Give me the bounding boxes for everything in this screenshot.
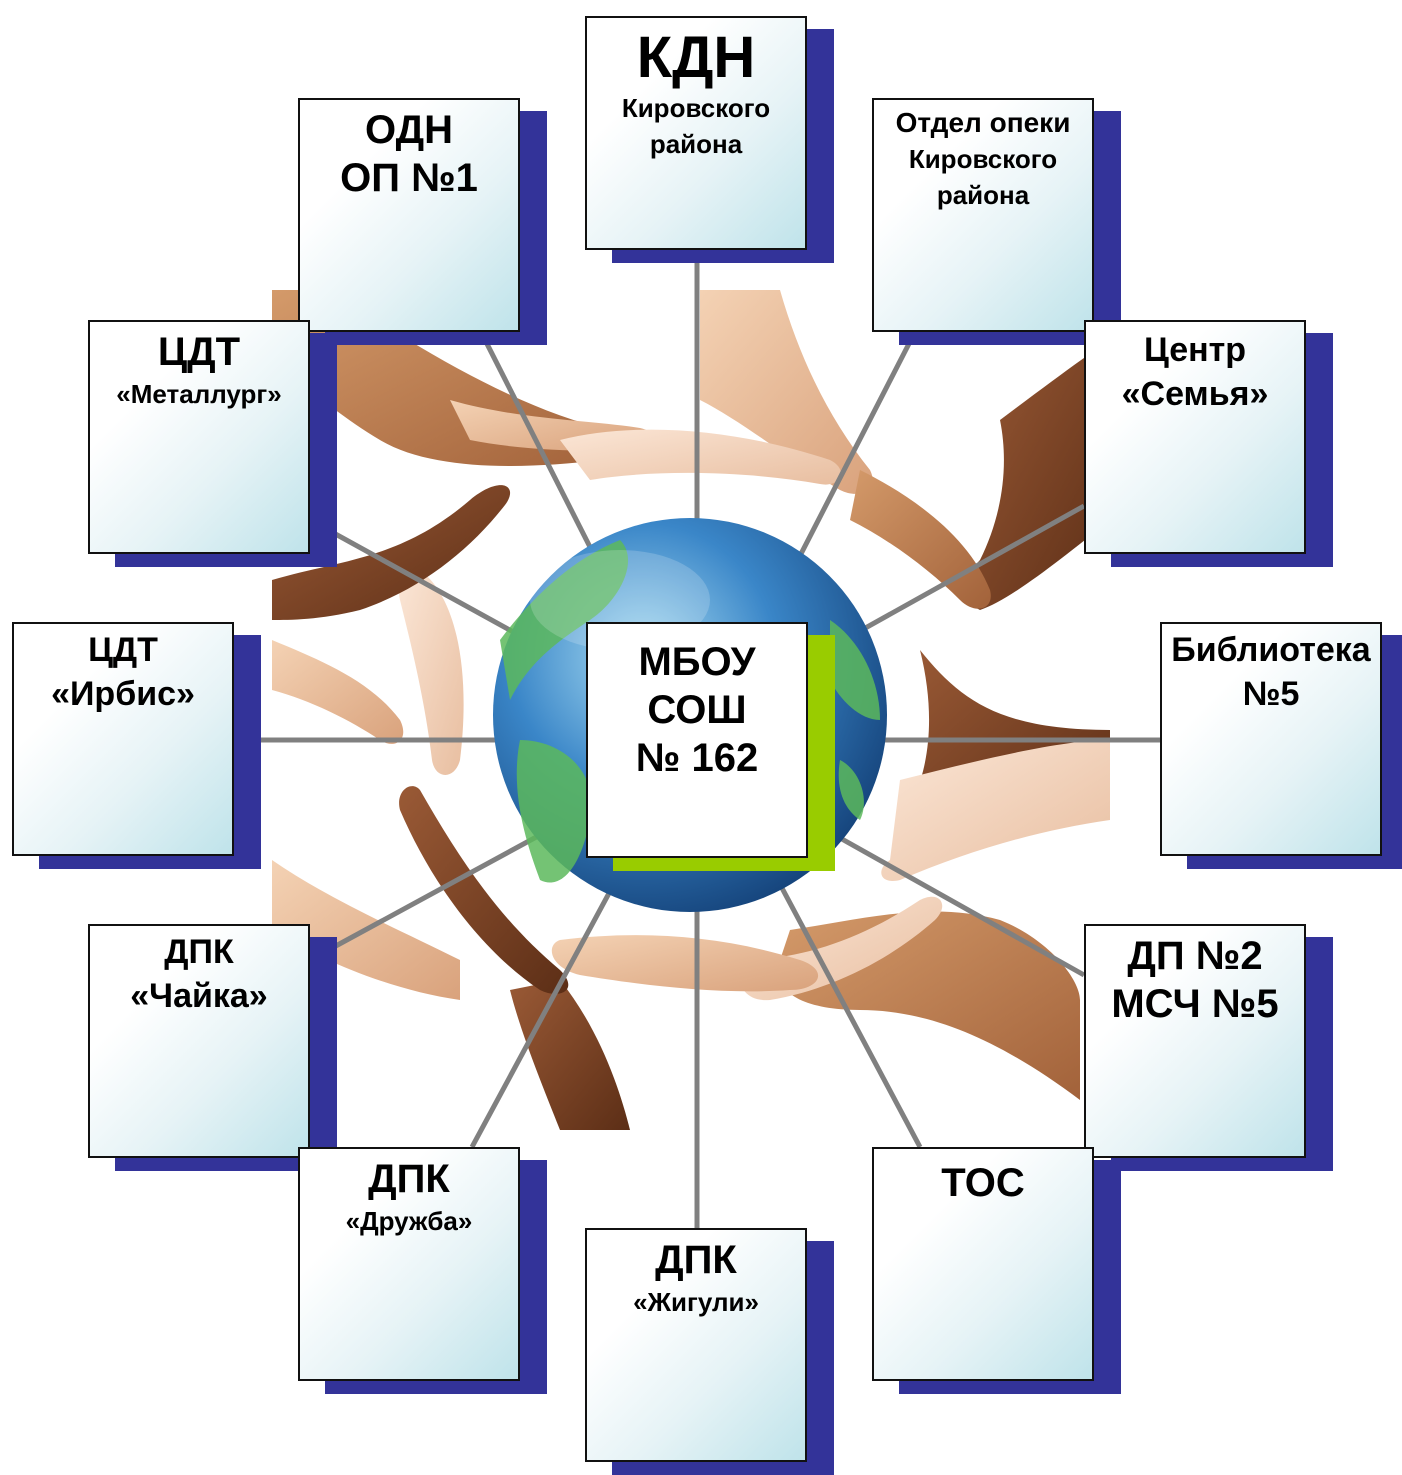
partner-centr-semya-line-1: Центр: [1143, 331, 1247, 369]
partner-odn-line-1: ОДН: [365, 108, 453, 152]
center-box: МБОУ СОШ № 162: [586, 622, 835, 871]
partner-dpk-zhiguli-line-1: ДПК: [655, 1238, 737, 1282]
partner-biblioteka-line-2: №5: [1242, 675, 1300, 713]
partner-dp2-msch5: ДП №2 МСЧ №5: [1084, 924, 1333, 1171]
partner-centr-semya-line-2: «Семья»: [1121, 375, 1269, 413]
partner-opeka: Отдел опеки Кировского района: [872, 98, 1121, 345]
partner-opeka-line-1: Отдел опеки: [895, 107, 1071, 138]
partner-dpk-druzhba-line-1: ДПК: [368, 1157, 450, 1201]
partner-cdt-metallurg-line-1: ЦДТ: [157, 330, 241, 374]
partner-dpk-chaika-line-2: «Чайка»: [130, 977, 268, 1015]
partner-dpk-druzhba-line-2: «Дружба»: [345, 1206, 473, 1236]
center-line-1: МБОУ: [638, 640, 756, 684]
partner-dpk-zhiguli: ДПК «Жигули»: [585, 1228, 834, 1475]
partner-cdt-metallurg: ЦДТ «Металлург»: [88, 320, 337, 567]
partner-cdt-irbis-line-1: ЦДТ: [88, 631, 158, 669]
partner-biblioteka: Библиотека №5: [1160, 622, 1402, 869]
center-line-3: № 162: [635, 736, 759, 780]
partner-dp2-msch5-line-2: МСЧ №5: [1111, 982, 1279, 1026]
partner-dpk-chaika: ДПК «Чайка»: [88, 924, 337, 1171]
partner-dpk-druzhba: ДПК «Дружба»: [298, 1147, 547, 1394]
partner-tos: ТОС: [872, 1147, 1121, 1394]
partner-odn-line-2: ОП №1: [340, 156, 478, 200]
partner-kdn-line-2: Кировского: [621, 93, 771, 123]
partner-cdt-irbis: ЦДТ «Ирбис»: [12, 622, 261, 869]
partner-centr-semya: Центр «Семья»: [1084, 320, 1333, 567]
center-line-2: СОШ: [647, 688, 747, 732]
partner-kdn-line-3: района: [649, 129, 743, 159]
partner-opeka-line-3: района: [936, 180, 1030, 210]
partner-dp2-msch5-line-1: ДП №2: [1127, 934, 1263, 978]
partner-kdn-title: КДН: [636, 25, 756, 90]
partner-cdt-metallurg-line-2: «Металлург»: [116, 379, 282, 409]
partner-dpk-zhiguli-line-2: «Жигули»: [633, 1287, 759, 1317]
partner-biblioteka-line-1: Библиотека: [1171, 631, 1371, 669]
partner-dpk-chaika-line-1: ДПК: [164, 933, 234, 971]
hands-circle-icon: [272, 290, 1110, 1130]
partner-kdn: КДН Кировского района: [585, 16, 834, 263]
partner-tos-line-1: ТОС: [941, 1161, 1025, 1205]
partner-odn: ОДН ОП №1: [298, 98, 547, 345]
partner-cdt-irbis-line-2: «Ирбис»: [51, 675, 195, 713]
partner-opeka-line-2: Кировского: [908, 144, 1058, 174]
